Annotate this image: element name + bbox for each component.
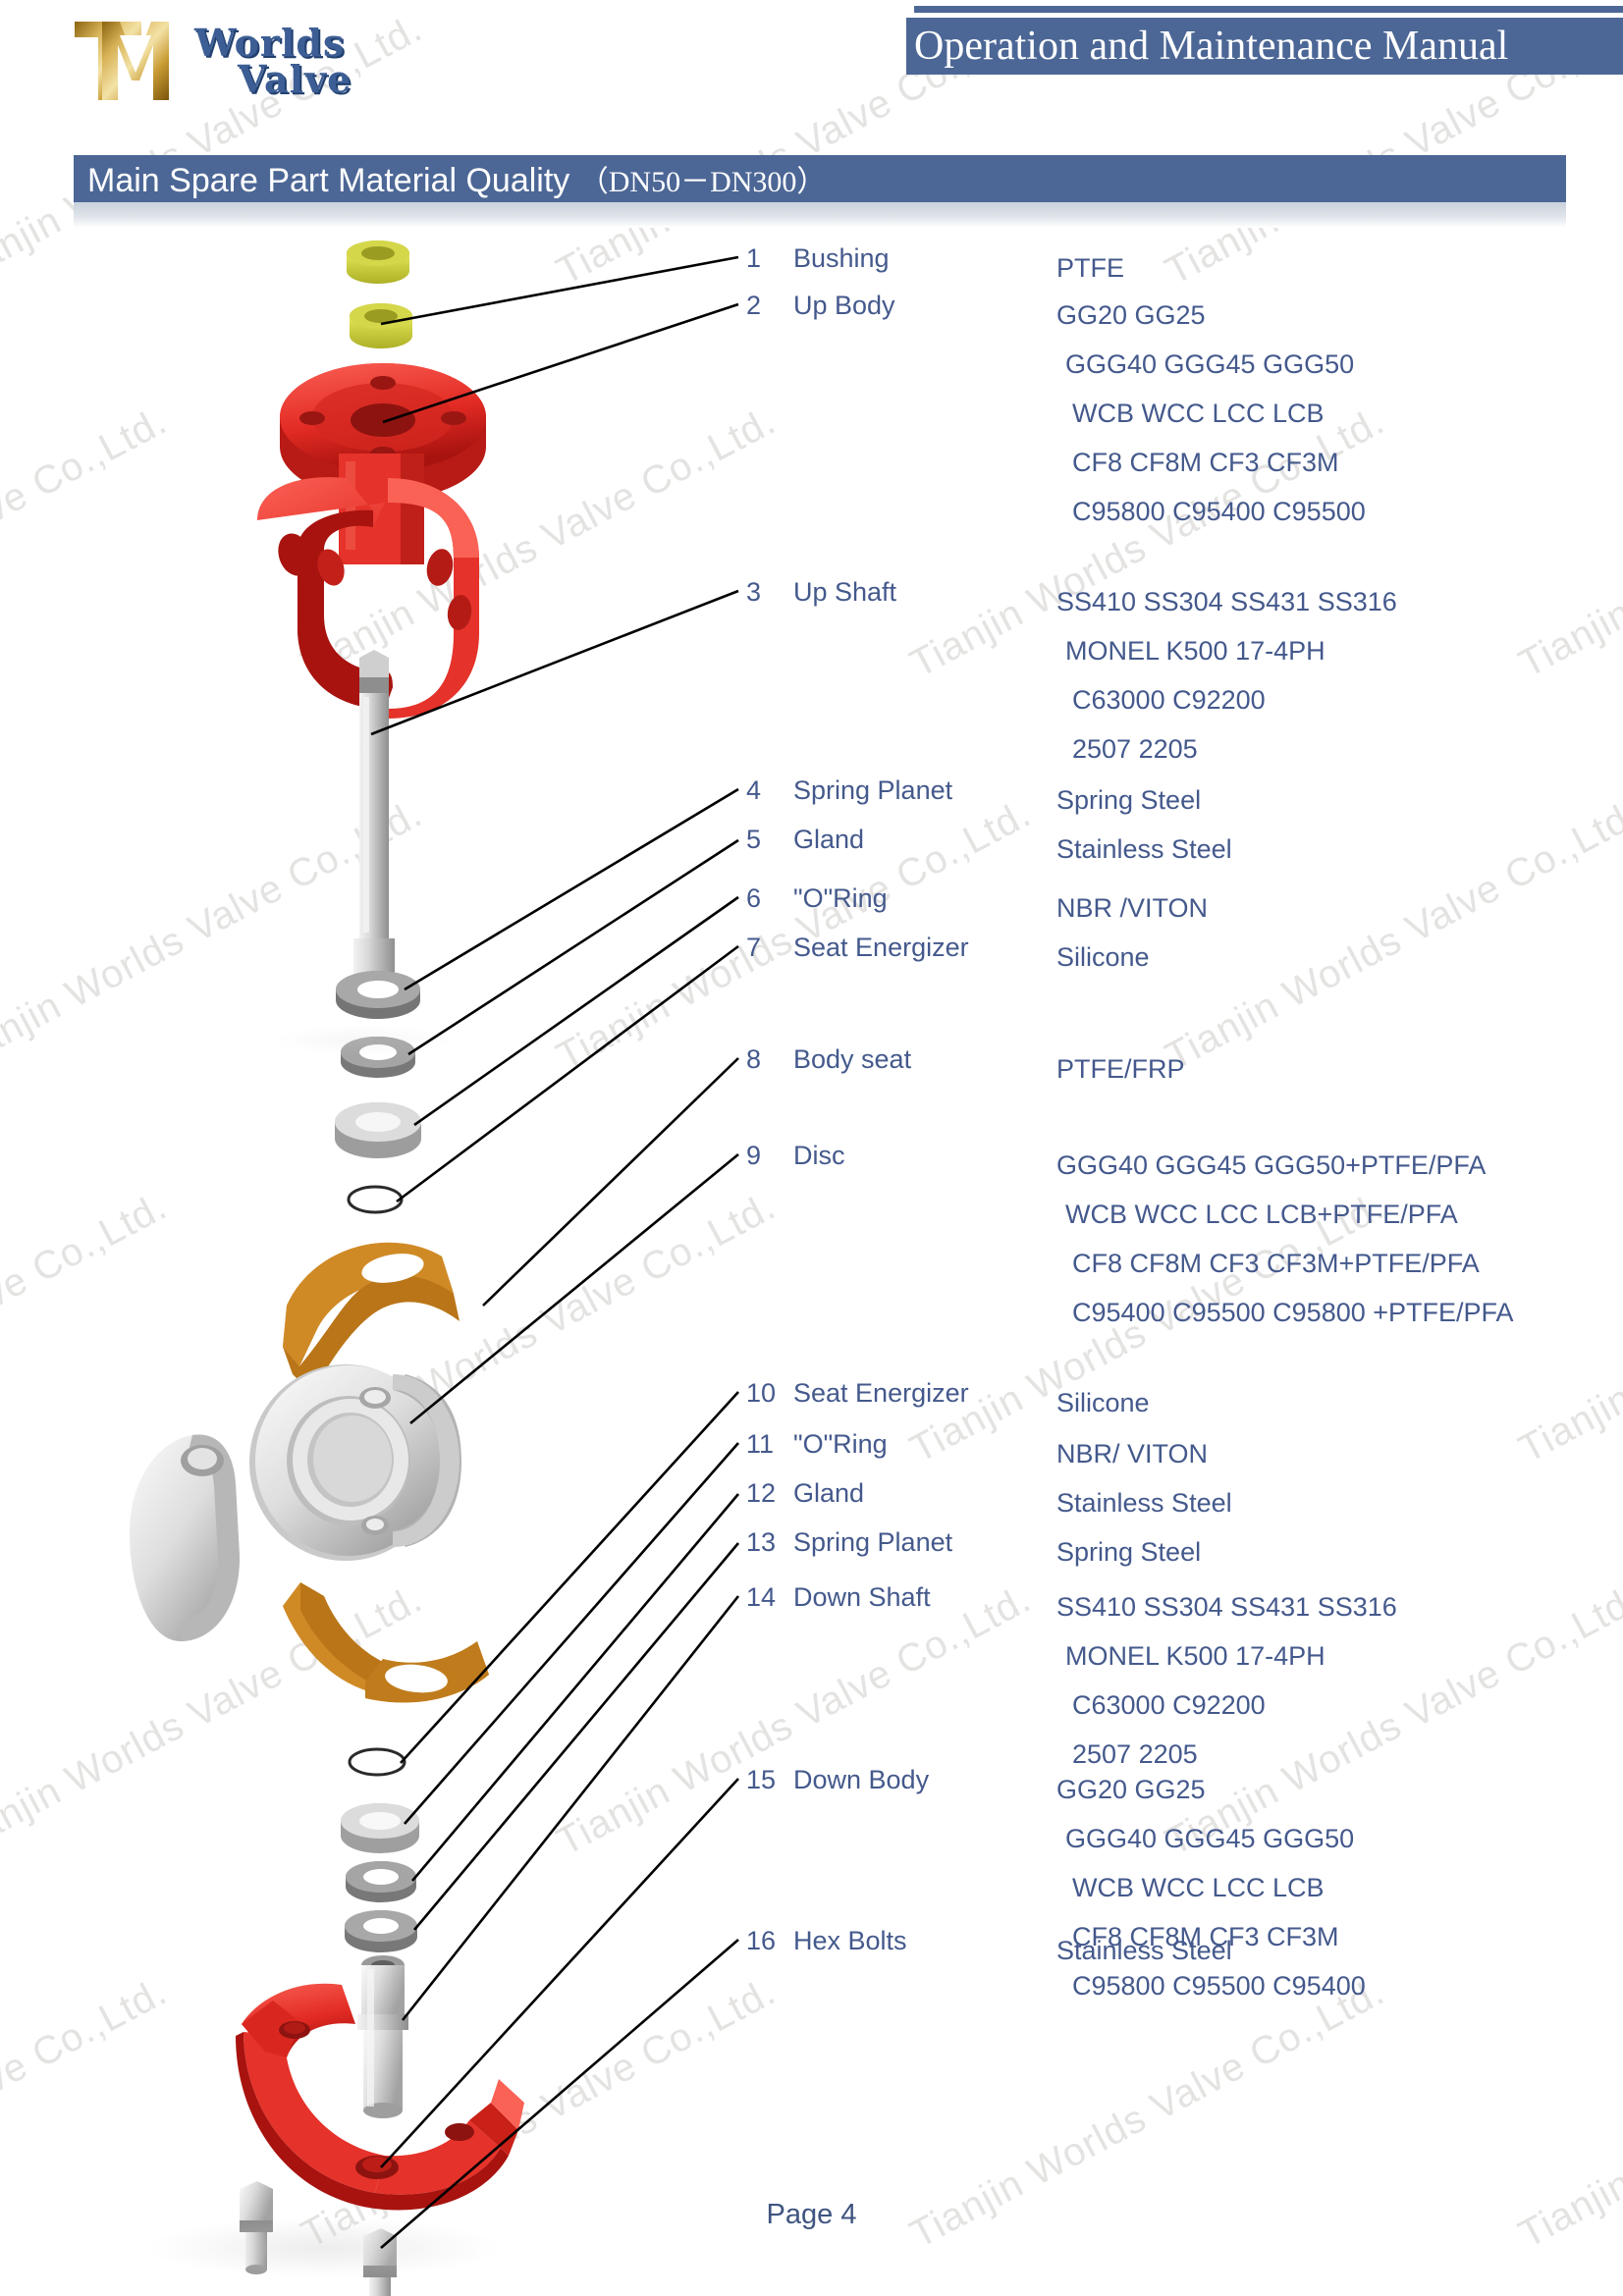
part-up-body: [257, 363, 486, 719]
leader-6: [413, 895, 739, 1127]
part-o-ring-upper: [335, 1102, 421, 1158]
leader-8: [482, 1057, 739, 1307]
logo-word-valve: Valve: [237, 57, 352, 101]
doc-title-block: Operation and Maintenance Manual: [906, 6, 1623, 75]
part-bushing-upper: [347, 240, 409, 284]
part-disc: [249, 1364, 461, 1561]
part-body-seat-upper: [283, 1242, 460, 1394]
leader-13: [413, 1542, 739, 1931]
section-title-range: （DN50－DN300）: [578, 166, 827, 198]
leader-1: [380, 255, 739, 326]
leader-10: [400, 1391, 739, 1764]
logo-word-worlds: Worlds: [193, 20, 346, 65]
section-title: Main Spare Part Material Quality （DN50－D…: [74, 157, 826, 200]
page-number: Page 4: [766, 2199, 857, 2230]
leader-4: [404, 787, 739, 991]
leader-16: [380, 1939, 739, 2249]
page-footer: Page 4: [0, 2199, 1623, 2231]
part-disc-vane: [130, 1434, 240, 1641]
title-top-rule: [914, 6, 1623, 13]
part-spring-planet-upper: [336, 971, 420, 1019]
part-o-ring-lower: [341, 1803, 419, 1853]
leader-3: [370, 589, 739, 736]
leader-2: [382, 302, 739, 424]
part-down-body: [236, 1983, 524, 2211]
part-bushing-lower: [350, 303, 412, 348]
page-header: Worlds Valve Operation and Maintenance M…: [0, 0, 1623, 137]
leader-14: [401, 1595, 740, 2021]
leader-9: [409, 1152, 739, 1425]
part-body-seat-lower: [283, 1582, 489, 1703]
tm-monogram-icon: [69, 12, 185, 108]
part-spring-planet-lower: [345, 1910, 417, 1952]
document-title: Operation and Maintenance Manual: [914, 24, 1509, 69]
part-seat-energizer-lower: [348, 1747, 406, 1777]
section-title-en: Main Spare Part Material Quality: [87, 162, 570, 199]
part-gland-lower: [346, 1861, 416, 1902]
section-heading-bar: Main Spare Part Material Quality （DN50－D…: [74, 155, 1566, 202]
leader-7: [396, 944, 739, 1203]
leader-5: [407, 838, 739, 1056]
part-seat-energizer-upper: [347, 1185, 404, 1214]
brand-logo: Worlds Valve: [69, 12, 352, 108]
part-down-shaft: [357, 1955, 408, 2118]
leader-15: [380, 1778, 739, 2168]
leader-11: [404, 1442, 739, 1825]
section-heading-shadow: [74, 202, 1566, 228]
title-bar: Operation and Maintenance Manual: [906, 18, 1623, 75]
leader-12: [411, 1493, 739, 1882]
